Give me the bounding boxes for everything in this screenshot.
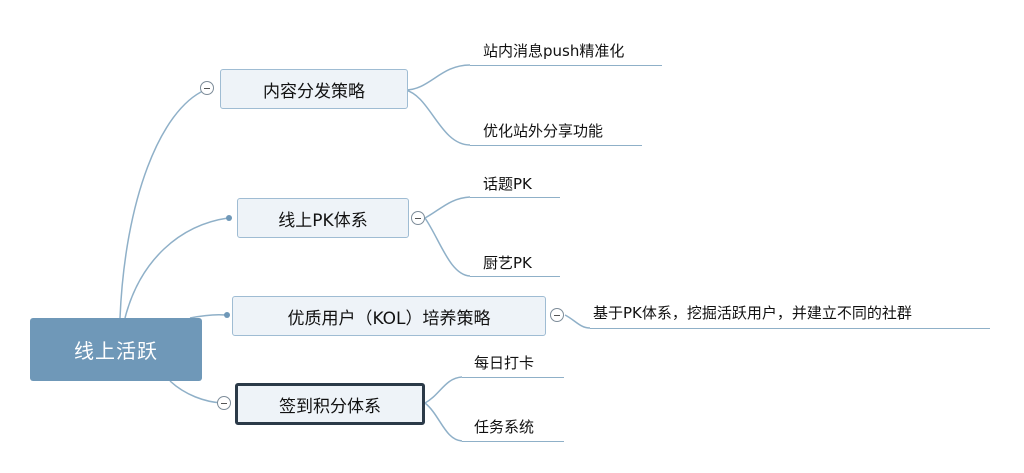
connector-dot-branch-2	[226, 215, 232, 221]
collapse-toggle-icon[interactable]	[550, 308, 564, 322]
leaf-underline	[590, 328, 990, 329]
leaf-underline	[470, 276, 560, 277]
branch-topic-checkin-points[interactable]: 签到积分体系	[235, 383, 425, 425]
branch-topic-label: 内容分发策略	[263, 81, 365, 102]
branch-topic-online-pk[interactable]: 线上PK体系	[237, 198, 409, 238]
connector-branch-2-leaf-1	[424, 196, 471, 219]
collapse-toggle-icon[interactable]	[200, 81, 214, 95]
branch-topic-label: 签到积分体系	[279, 396, 381, 417]
branch-topic-label: 优质用户（KOL）培养策略	[287, 308, 491, 329]
leaf-topic-label: 每日打卡	[474, 354, 535, 372]
branch-topic-kol-strategy[interactable]: 优质用户（KOL）培养策略	[232, 296, 546, 336]
leaf-topic[interactable]: 厨艺PK	[483, 252, 532, 273]
connector-branch-4-leaf-2	[424, 402, 463, 442]
leaf-topic[interactable]: 优化站外分享功能	[483, 120, 603, 141]
leaf-topic-label: 话题PK	[483, 175, 532, 193]
branch-topic-content-distribution[interactable]: 内容分发策略	[220, 69, 408, 109]
leaf-topic-label: 厨艺PK	[483, 254, 532, 272]
connector-branch-2-leaf-2	[424, 217, 471, 277]
connector-root-branch-1	[119, 89, 206, 319]
root-topic-label: 线上活跃	[74, 339, 158, 363]
connector-root-branch-4	[169, 380, 223, 404]
connector-branch-3-leaf-1	[564, 314, 591, 329]
branch-topic-label: 线上PK体系	[278, 210, 368, 231]
leaf-underline	[462, 377, 564, 378]
connector-root-branch-3	[189, 314, 227, 319]
collapse-toggle-icon[interactable]	[411, 211, 425, 225]
connector-branch-1-leaf-2	[404, 89, 471, 146]
connector-branch-4-leaf-1	[424, 376, 463, 404]
root-topic[interactable]: 线上活跃	[30, 318, 202, 381]
leaf-topic-label: 优化站外分享功能	[483, 122, 604, 140]
leaf-underline	[462, 441, 564, 442]
leaf-topic[interactable]: 任务系统	[474, 416, 534, 437]
leaf-underline	[470, 145, 642, 146]
leaf-topic[interactable]: 话题PK	[483, 173, 532, 194]
collapse-toggle-icon[interactable]	[217, 396, 231, 410]
leaf-topic[interactable]: 基于PK体系，挖掘活跃用户，并建立不同的社群	[593, 302, 912, 323]
connector-dot-branch-3	[224, 312, 230, 318]
connector-root-branch-2	[124, 217, 229, 319]
leaf-underline	[470, 197, 560, 198]
leaf-topic-label: 站内消息push精准化	[483, 42, 625, 60]
leaf-topic[interactable]: 站内消息push精准化	[483, 40, 624, 61]
leaf-topic[interactable]: 每日打卡	[474, 352, 534, 373]
connector-branch-1-leaf-1	[404, 64, 471, 91]
leaf-underline	[470, 65, 662, 66]
leaf-topic-label: 基于PK体系，挖掘活跃用户，并建立不同的社群	[593, 304, 912, 322]
leaf-topic-label: 任务系统	[474, 418, 535, 436]
